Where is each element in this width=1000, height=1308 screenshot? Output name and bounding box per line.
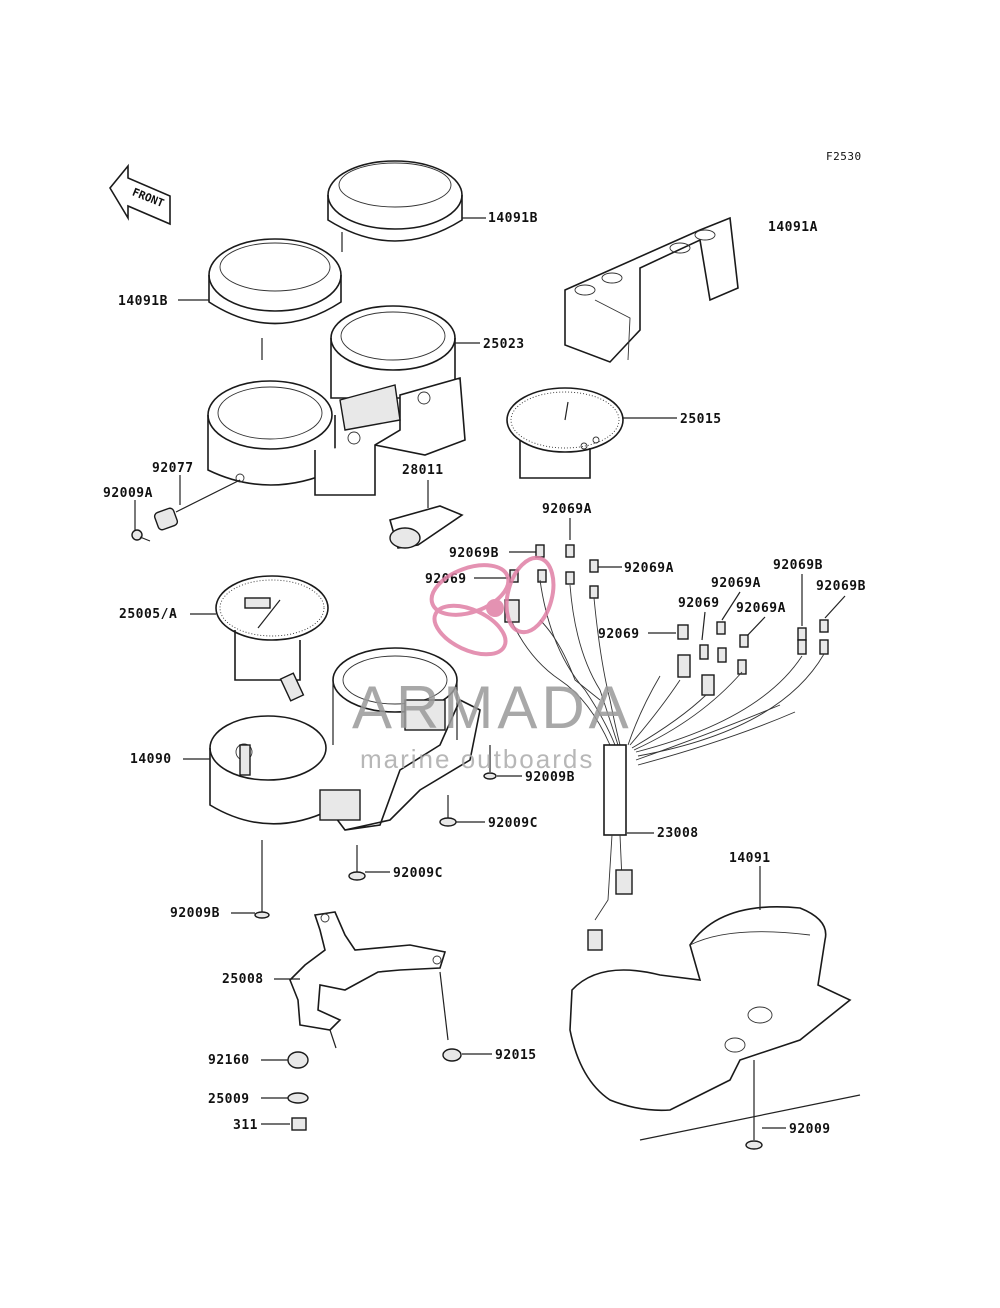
label-92069B-r: 92069B <box>773 558 823 573</box>
watermark-tagline: marine outboards <box>360 744 594 774</box>
meter-dial-25005A <box>215 575 329 702</box>
label-92069B-r2: 92069B <box>816 579 866 594</box>
propeller-logo <box>429 555 556 657</box>
label-14091B-left: 14091B <box>118 294 168 309</box>
label-23008: 23008 <box>657 826 699 841</box>
label-92069A-r2: 92069A <box>736 601 786 616</box>
wiring-harness-23008 <box>511 579 825 951</box>
cover-ring-left <box>208 238 342 360</box>
lower-cover-14091 <box>569 906 861 1141</box>
screw-92009B-a <box>483 745 497 780</box>
figure-code: F2530 <box>826 150 862 163</box>
label-92069-c: 92069 <box>598 627 640 642</box>
label-92160: 92160 <box>208 1053 250 1068</box>
lower-case-14090 <box>209 647 481 831</box>
label-28011: 28011 <box>402 463 444 478</box>
label-25005A: 25005/A <box>119 607 177 622</box>
label-92077: 92077 <box>152 461 194 476</box>
label-92069A-top: 92069A <box>542 502 592 517</box>
screw-92009A <box>131 529 151 542</box>
label-92009B-a: 92009B <box>525 770 575 785</box>
label-92009: 92009 <box>789 1122 831 1137</box>
nut-92015 <box>442 1048 462 1062</box>
washer-25009 <box>287 1092 309 1104</box>
label-92069A-b: 92069A <box>624 561 674 576</box>
label-25023: 25023 <box>483 337 525 352</box>
grommet-92160 <box>287 1051 309 1069</box>
part-28011 <box>389 505 464 549</box>
screw-92009 <box>745 1060 763 1150</box>
label-92069B-a: 92069B <box>449 546 499 561</box>
label-14091B-top: 14091B <box>488 211 538 226</box>
label-14091: 14091 <box>729 851 771 866</box>
watermark-brand: ARMADA <box>352 674 633 741</box>
gear-92077 <box>153 479 241 531</box>
label-14091A: 14091A <box>768 220 818 235</box>
label-311: 311 <box>233 1118 258 1133</box>
nut-311 <box>291 1117 307 1131</box>
meter-dial-25015 <box>506 387 624 479</box>
label-25009: 25009 <box>208 1092 250 1107</box>
label-14090: 14090 <box>130 752 172 767</box>
screw-92009C-a <box>439 795 457 827</box>
label-92015: 92015 <box>495 1048 537 1063</box>
front-arrow-icon: FRONT <box>109 163 171 226</box>
bracket-25008 <box>289 911 449 1049</box>
label-25015: 25015 <box>680 412 722 427</box>
label-92009C-b: 92009C <box>393 866 443 881</box>
watermark: ARMADA marine outboards <box>352 555 633 774</box>
top-cover-14091A <box>564 216 739 363</box>
screw-92009B-b <box>254 840 270 919</box>
label-92069-b: 92069 <box>678 596 720 611</box>
cover-ring-top <box>327 160 463 252</box>
label-92009B-b: 92009B <box>170 906 220 921</box>
label-92009C-a: 92009C <box>488 816 538 831</box>
label-25008: 25008 <box>222 972 264 987</box>
label-92069A-r1: 92069A <box>711 576 761 591</box>
right-bulb-sockets <box>677 619 829 696</box>
meter-housing-25023 <box>207 305 466 496</box>
screw-92009C-b <box>348 845 366 881</box>
label-92009A: 92009A <box>103 486 153 501</box>
